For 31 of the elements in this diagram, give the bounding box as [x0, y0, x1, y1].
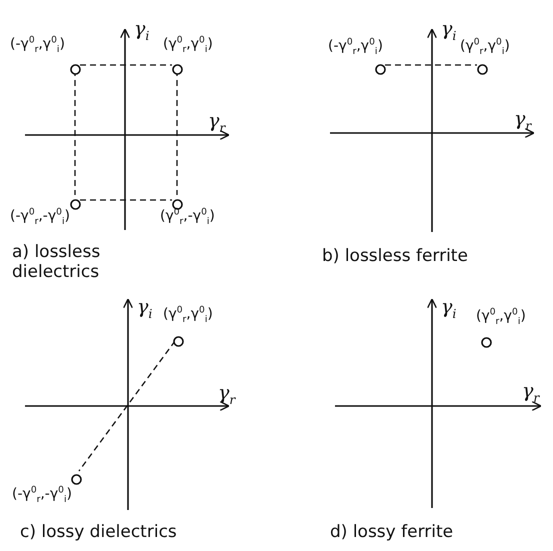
point-coordinates: (-γ$^{0}$$_{r}$,γ$^{0}$$_{i}$) — [10, 36, 65, 53]
point-marker — [70, 64, 80, 74]
panel-caption: b) lossless ferrite — [322, 246, 468, 266]
dashed-line — [80, 199, 172, 201]
axis-label: γ$_{i}$ — [134, 18, 150, 41]
point-coordinates: (-γ$^{0}$$_{r}$,-γ$^{0}$$_{i}$) — [12, 486, 72, 503]
point-coordinates: (-γ$^{0}$$_{r}$,γ$^{0}$$_{i}$) — [328, 38, 383, 55]
point-marker — [476, 64, 488, 74]
point-marker — [70, 198, 80, 210]
panel-caption: d) lossy ferrite — [330, 522, 454, 542]
dashed-line — [385, 64, 477, 66]
point-coordinates: (γ$^{0}$$_{r}$,γ$^{0}$$_{i}$) — [460, 38, 510, 55]
point-marker — [374, 64, 386, 74]
point-coordinates: (γ$^{0}$$_{r}$,γ$^{0}$$_{i}$) — [476, 308, 526, 325]
axis-label: γ$_{i}$ — [441, 296, 456, 319]
panel-caption: c) lossy dielectrics — [20, 522, 177, 542]
dashed-line — [80, 64, 172, 66]
axis-label: γ$_{r}$ — [522, 380, 540, 403]
axis-label: γ$_{r}$ — [218, 382, 236, 405]
point-coordinates: (-γ$^{0}$$_{r}$,-γ$^{0}$$_{i}$) — [10, 208, 70, 225]
point-marker — [172, 198, 182, 210]
point-marker — [70, 474, 82, 484]
point-marker — [172, 336, 184, 346]
point-coordinates: (γ$^{0}$$_{r}$,γ$^{0}$$_{i}$) — [163, 306, 213, 323]
point-marker — [172, 64, 182, 74]
dashed-line — [78, 340, 176, 472]
axis-label: γ$_{i}$ — [441, 18, 456, 41]
axis-label: γ$_{i}$ — [137, 296, 152, 319]
point-coordinates: (γ$^{0}$$_{r}$,γ$^{0}$$_{i}$) — [163, 36, 213, 53]
point-marker — [480, 336, 492, 348]
panel-caption: a) lossless dielectrics — [12, 242, 102, 283]
